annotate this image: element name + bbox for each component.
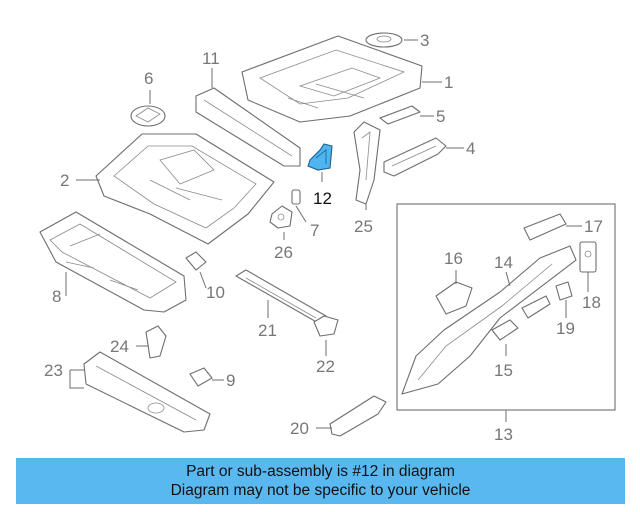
- callout-6: 6: [144, 69, 153, 88]
- part-2-center-floor-pan: [95, 133, 275, 245]
- part-15-bracket: [491, 295, 551, 341]
- part-10-bracket: [185, 251, 207, 271]
- callout-7: 7: [310, 221, 319, 240]
- callout-26: 26: [274, 243, 293, 262]
- part-17-panel: [523, 213, 567, 241]
- callout-2: 2: [60, 171, 69, 190]
- callout-5: 5: [436, 107, 445, 126]
- callout-20: 20: [290, 419, 309, 438]
- part-25-pillar: [353, 121, 381, 205]
- part-24-bracket: [145, 325, 167, 359]
- part-18-bracket: [579, 241, 597, 273]
- callout-18: 18: [582, 293, 601, 312]
- callout-8: 8: [52, 287, 61, 306]
- callout-3: 3: [420, 31, 429, 50]
- notice-line-1: Part or sub-assembly is #12 in diagram: [186, 463, 455, 480]
- callout-17: 17: [584, 217, 603, 236]
- callout-15: 15: [494, 361, 513, 380]
- callout-10: 10: [206, 283, 225, 302]
- part-3-plug: [365, 32, 403, 48]
- part-11-crossmember: [195, 87, 301, 167]
- part-12-highlighted-bracket: [307, 143, 333, 171]
- part-7-clip: [291, 189, 301, 205]
- part-26-bracket: [269, 205, 293, 229]
- callout-11: 11: [202, 49, 220, 68]
- part-20-extension: [329, 395, 387, 437]
- part-14-side-member: [401, 245, 577, 395]
- part-4-rail: [383, 137, 447, 177]
- callout-9: 9: [226, 371, 235, 390]
- parts-diagram: 3 1 5 4 6 11 2 12 25 7 26 8 10 21 22 24 …: [39, 31, 616, 444]
- part-1-rear-floor-pan: [241, 35, 423, 123]
- part-23-crossmember: [83, 351, 211, 433]
- part-6-panel: [130, 105, 166, 127]
- callout-1: 1: [444, 73, 453, 92]
- callout-22: 22: [316, 357, 335, 376]
- callout-24: 24: [110, 337, 129, 356]
- callout-4: 4: [466, 139, 475, 158]
- leader-lines: [65, 39, 589, 429]
- callout-23: 23: [44, 361, 63, 380]
- callout-12: 12: [313, 189, 332, 208]
- part-8-front-floor: [39, 211, 187, 313]
- callout-21: 21: [258, 321, 277, 340]
- diagram-notice-banner: Part or sub-assembly is #12 in diagram D…: [16, 458, 625, 504]
- notice-line-2: Diagram may not be specific to your vehi…: [170, 482, 471, 499]
- part-5-bracket: [379, 105, 421, 125]
- part-22-bracket: [313, 315, 339, 337]
- callout-16: 16: [444, 249, 463, 268]
- callout-25: 25: [354, 217, 373, 236]
- callout-13: 13: [494, 425, 513, 444]
- callout-19: 19: [556, 319, 575, 338]
- part-9-bracket: [189, 367, 213, 387]
- part-21-sill-rail: [235, 269, 327, 325]
- part-19-bracket: [555, 281, 573, 301]
- part-16-bracket: [435, 281, 473, 315]
- callout-14: 14: [494, 253, 513, 272]
